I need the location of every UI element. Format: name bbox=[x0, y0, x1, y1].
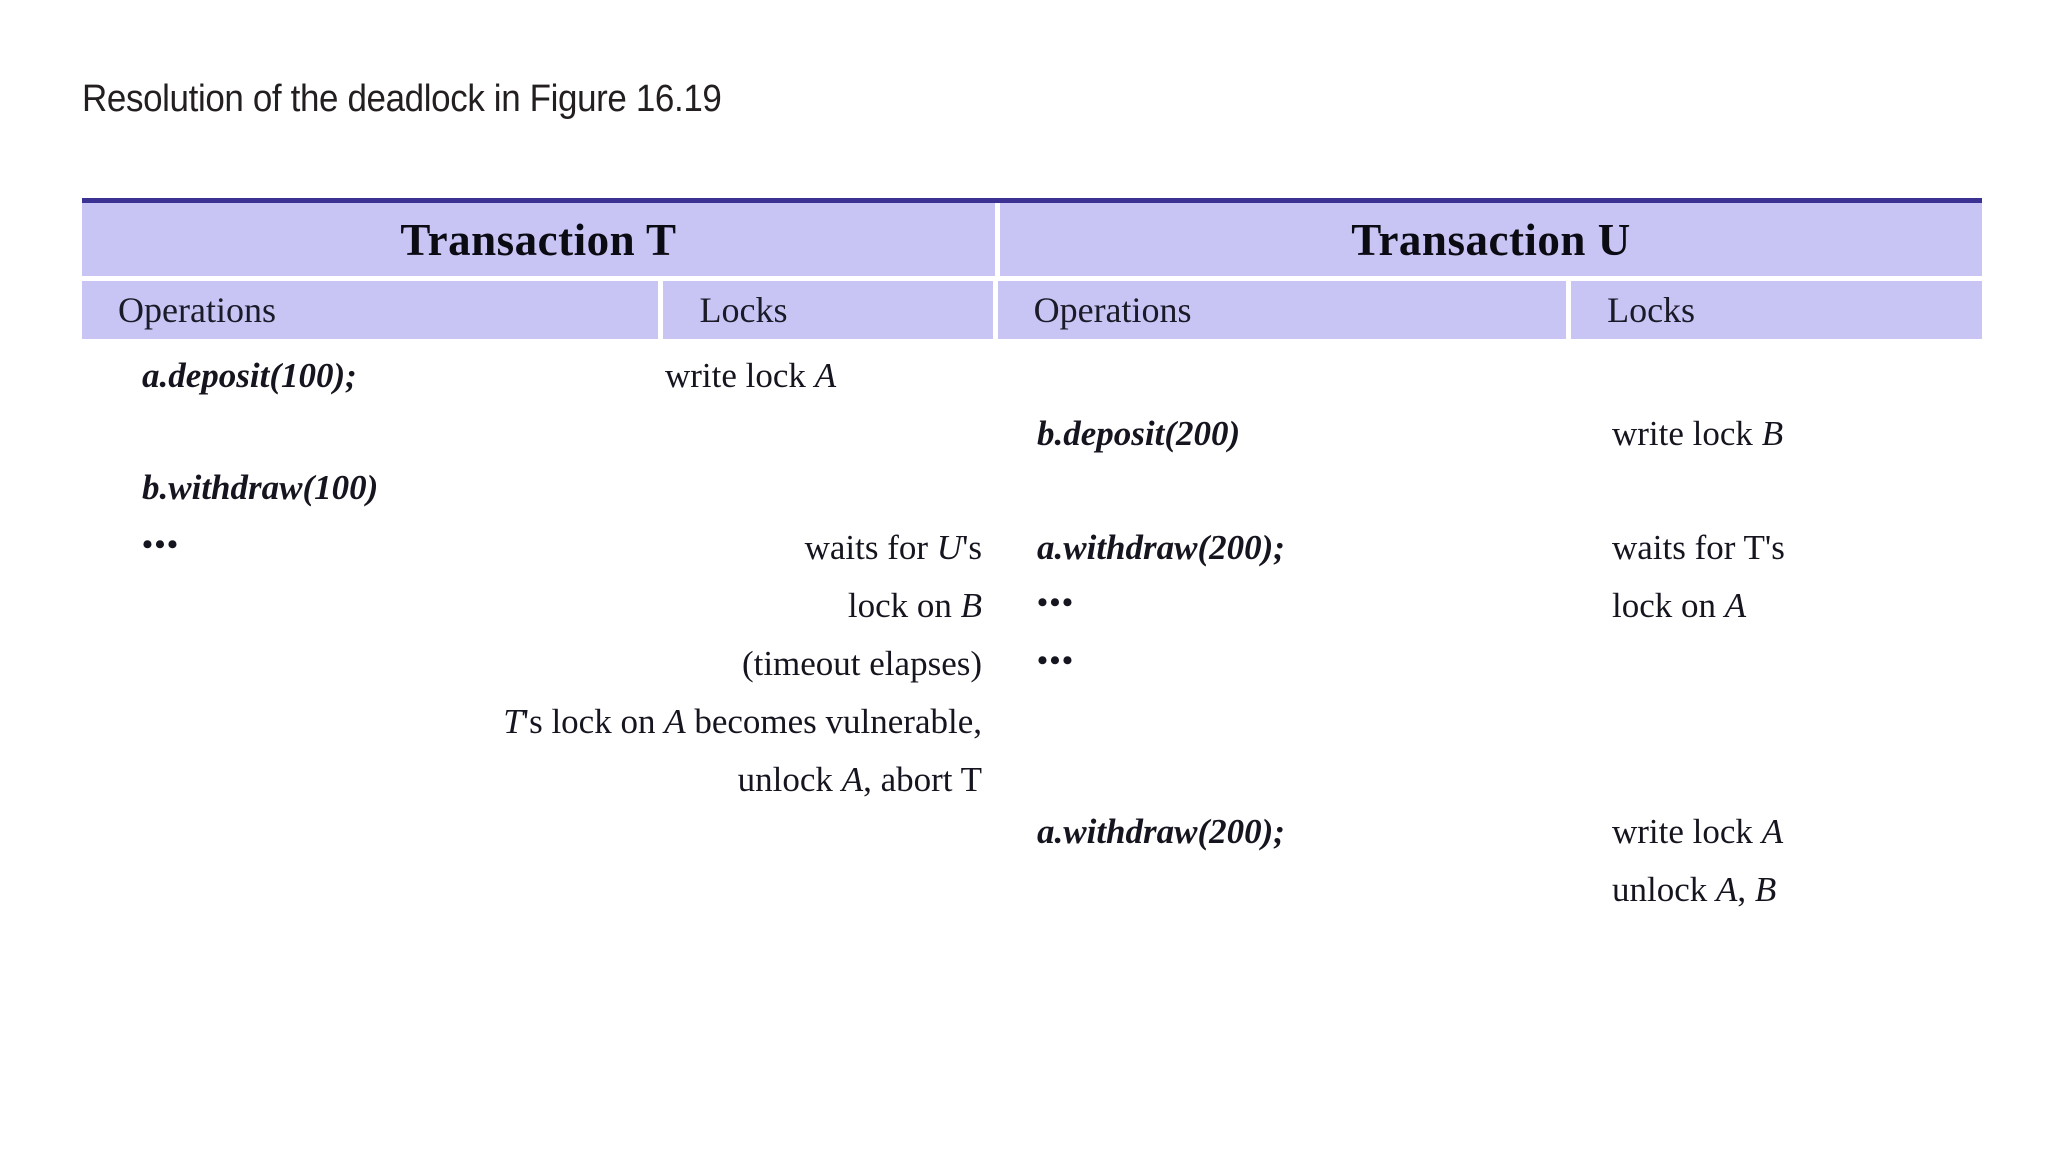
column-header-locks-t: Locks bbox=[663, 281, 993, 339]
cell-t-operation-2: b.withdraw(100) bbox=[142, 468, 379, 507]
cell-u-operation-5: a.withdraw(200); bbox=[1037, 812, 1285, 851]
cell-t-lock-1: write lock A bbox=[665, 358, 836, 393]
column-header-operations-t: Operations bbox=[82, 281, 659, 339]
group-header-row: Transaction T Transaction U bbox=[82, 203, 1982, 276]
table-header-block: Transaction T Transaction U Operations L… bbox=[82, 198, 1982, 339]
cell-u-operation-1: b.deposit(200) bbox=[1037, 414, 1241, 453]
group-header-transaction-u: Transaction U bbox=[1000, 203, 1982, 276]
cell-u-operation-4-ellipsis: ••• bbox=[1037, 644, 1075, 677]
cell-u-lock-4: write lock A bbox=[1612, 812, 1784, 851]
cell-t-lock-1-text: write lock A bbox=[665, 356, 837, 395]
cell-t-lock-6-abort: unlock A, abort T bbox=[737, 760, 982, 799]
column-header-locks-t-label: Locks bbox=[699, 290, 788, 330]
cell-t-lock-2: waits for U's bbox=[804, 528, 982, 567]
cell-t-operation-3-ellipsis: ••• bbox=[142, 528, 180, 561]
cell-t-operation-1: a.deposit(100); bbox=[142, 356, 357, 395]
page-title: Resolution of the deadlock in Figure 16.… bbox=[82, 78, 722, 120]
cell-u-lock-5: unlock A, B bbox=[1612, 870, 1777, 909]
cell-u-operation-3-ellipsis: ••• bbox=[1037, 586, 1075, 619]
cell-u-lock-3: lock on A bbox=[1612, 586, 1747, 625]
column-header-operations-t-label: Operations bbox=[118, 290, 276, 330]
cell-u-operation-2: a.withdraw(200); bbox=[1037, 528, 1285, 567]
column-header-operations-u: Operations bbox=[997, 281, 1567, 339]
group-header-transaction-t: Transaction T bbox=[82, 203, 995, 276]
cell-u-lock-1: write lock B bbox=[1612, 414, 1784, 453]
cell-t-lock-4-timeout: (timeout elapses) bbox=[741, 644, 982, 683]
deadlock-resolution-table: Transaction T Transaction U Operations L… bbox=[82, 198, 1982, 339]
cell-t-lock-3: lock on B bbox=[847, 586, 982, 625]
column-header-locks-u: Locks bbox=[1571, 281, 1982, 339]
column-header-row: Operations Locks Operations Locks bbox=[82, 281, 1982, 339]
column-header-locks-u-label: Locks bbox=[1607, 290, 1696, 330]
cell-u-lock-2: waits for T's bbox=[1612, 528, 1785, 567]
column-header-operations-u-label: Operations bbox=[1033, 290, 1192, 330]
table-body: a.deposit(100); b.withdraw(100) ••• writ… bbox=[82, 340, 1982, 1040]
group-header-transaction-u-label: Transaction U bbox=[1351, 214, 1631, 265]
group-header-transaction-t-label: Transaction T bbox=[400, 214, 677, 265]
cell-t-lock-5-vulnerable: T's lock on A becomes vulnerable, bbox=[503, 702, 982, 741]
